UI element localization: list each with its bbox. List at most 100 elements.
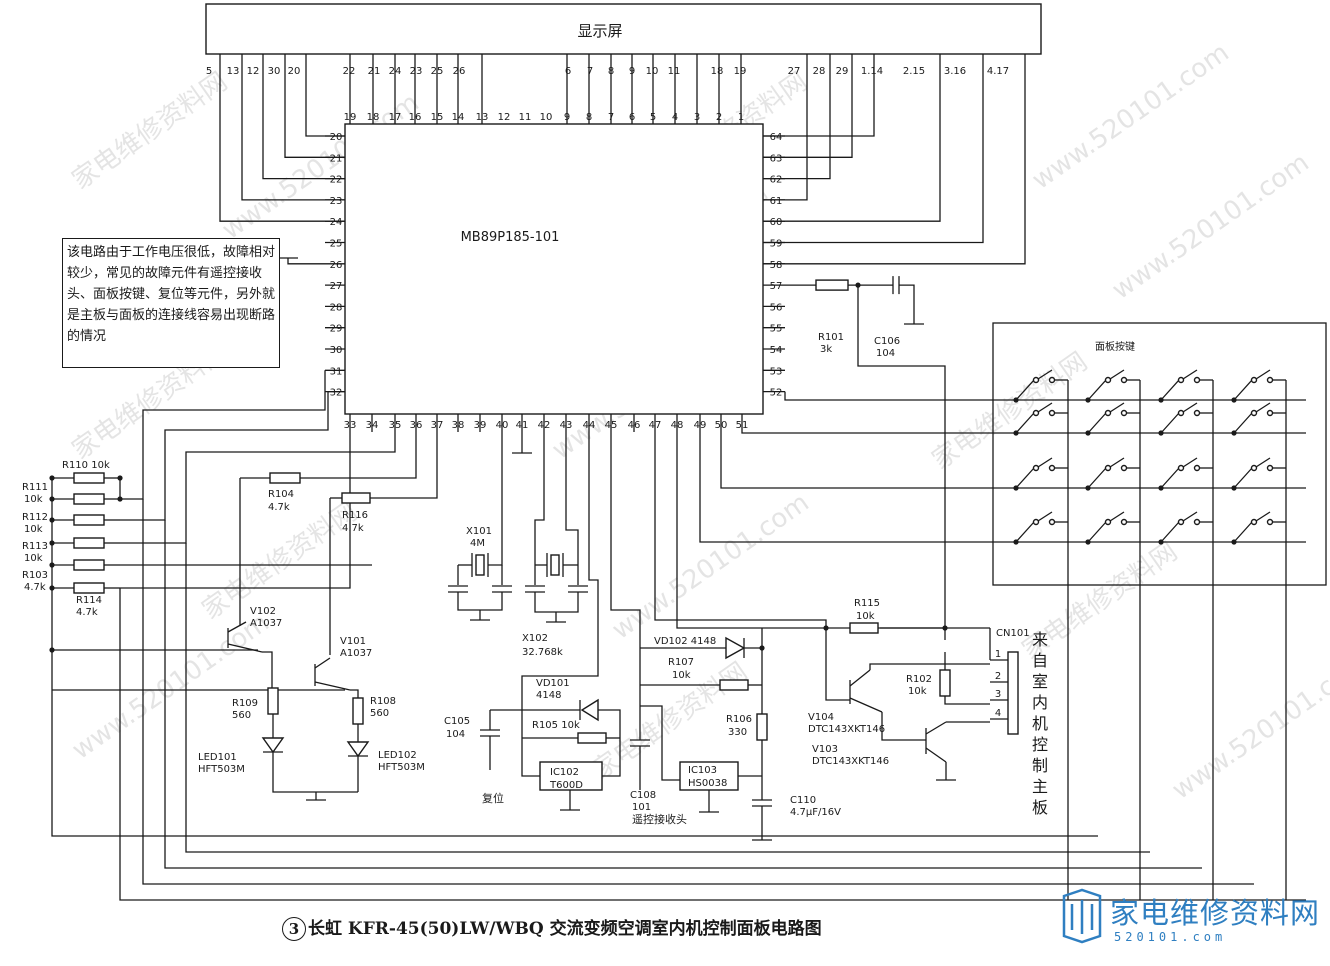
chip-pin-number: 63	[770, 153, 783, 164]
chip-pin-number: 55	[770, 324, 783, 335]
display-pin-number: 26	[453, 66, 466, 77]
key-switch	[1160, 467, 1180, 489]
keypad-row-wire	[720, 432, 1306, 489]
r114-value: 4.7k	[76, 607, 98, 618]
wire	[262, 651, 273, 688]
key-switch	[1255, 402, 1271, 413]
chip-pin-number: 49	[694, 420, 707, 431]
x102-label: X102	[522, 633, 548, 644]
display-pin-number: 12	[247, 66, 260, 77]
chip-pin-number: 35	[389, 420, 402, 431]
key-switch	[1015, 412, 1035, 434]
resistor	[73, 472, 105, 484]
r116-resistor	[341, 492, 371, 504]
key-switch-contact	[1048, 464, 1056, 472]
chip-pin-number: 19	[344, 112, 357, 123]
key-switch	[1160, 412, 1180, 434]
caption-number: 3	[282, 917, 306, 941]
key-switch-contact	[1266, 376, 1274, 384]
key-switch-contact	[1120, 518, 1128, 526]
resistor	[73, 537, 105, 549]
display-label: 显示屏	[577, 22, 622, 40]
key-switch-contact	[1048, 376, 1056, 384]
r102-resistor	[939, 669, 951, 697]
chip-pin-number: 10	[540, 112, 553, 123]
r108-value: 560	[370, 708, 389, 719]
key-switch	[1233, 379, 1253, 401]
r102-label: R102	[906, 674, 932, 685]
chip-pin-number: 56	[770, 302, 783, 313]
connector-pin-number: 4	[995, 708, 1001, 719]
led101-label: LED101	[198, 752, 237, 763]
keypad-row-wire	[699, 432, 1306, 543]
v101-transistor	[314, 681, 351, 691]
r113-value: 10k	[24, 553, 43, 564]
key-switch	[1109, 402, 1125, 413]
connector-label-char: 控	[1032, 735, 1048, 754]
chip-pin-number: 59	[770, 239, 783, 250]
wire	[763, 54, 853, 158]
chip-pin-number: 46	[628, 420, 641, 431]
wire	[120, 432, 351, 589]
r109-label: R109	[232, 698, 258, 709]
chip-pin-number: 52	[770, 388, 783, 399]
wire	[272, 752, 358, 793]
wire	[120, 390, 345, 521]
chip-pin-number: 25	[330, 239, 343, 250]
bus-wire	[142, 499, 1254, 885]
wire	[241, 54, 345, 201]
c105-value: 104	[446, 729, 465, 740]
key-switch-contact	[1250, 376, 1258, 384]
key-switch-contact	[1120, 464, 1128, 472]
vd101-value: 4148	[536, 690, 561, 701]
key-switch	[1109, 369, 1125, 380]
c110-label: C110	[790, 795, 816, 806]
display-pin-number: 24	[389, 66, 402, 77]
wire	[640, 705, 680, 781]
vd101-label: VD101	[536, 678, 570, 689]
r105-resistor	[577, 732, 607, 744]
key-switch	[1255, 511, 1271, 522]
wire	[763, 54, 831, 180]
watermark-text: www.520101.com	[67, 608, 275, 766]
r115-value: 10k	[856, 611, 875, 622]
led102-value: HFT503M	[378, 762, 425, 773]
c105-label: C105	[444, 716, 470, 727]
v101-transistor	[314, 657, 331, 669]
chip-pin-number: 54	[770, 345, 783, 356]
wires	[49, 54, 1306, 901]
connector-pin-number: 2	[995, 671, 1001, 682]
bus-wire	[51, 690, 1098, 837]
display-pin-number: 2.15	[903, 66, 925, 77]
wire	[857, 285, 946, 640]
v102-transistor	[227, 621, 247, 633]
note-box: 该电路由于工作电压很低，故障相对较少，常见的故障元件有遥控接收头、面板按键、复位…	[62, 238, 280, 368]
r116-label: R116	[342, 510, 368, 521]
r101-label: R101	[818, 332, 844, 343]
vd102-label: VD102 4148	[654, 636, 716, 647]
v103-transistor	[925, 721, 947, 735]
key-switch	[1109, 457, 1125, 468]
connector-pin-number: 1	[995, 649, 1001, 660]
v104-transistor	[849, 697, 883, 713]
chip-pin-number: 6	[629, 112, 635, 123]
chip-pin-number: 39	[474, 420, 487, 431]
led101-value: HFT503M	[198, 764, 245, 775]
display-pin-number: 21	[368, 66, 381, 77]
key-switch	[1087, 467, 1107, 489]
watermark-text: www.520101.com	[1167, 648, 1330, 806]
key-switch-contact	[1032, 464, 1040, 472]
key-switch-contact	[1048, 409, 1056, 417]
chip-pin-number: 61	[770, 196, 783, 207]
connector-label-char: 机	[1032, 714, 1048, 733]
wire	[457, 592, 503, 611]
watermark-text: 家电维修资料网	[67, 67, 233, 196]
key-switch-contact	[1104, 409, 1112, 417]
wire	[654, 432, 827, 628]
chip-pin-number: 21	[330, 153, 343, 164]
led102-label: LED102	[378, 750, 417, 761]
display-pin-number: 13	[227, 66, 240, 77]
chip-pin-number: 16	[409, 112, 422, 123]
chip-pin-number: 14	[452, 112, 465, 123]
